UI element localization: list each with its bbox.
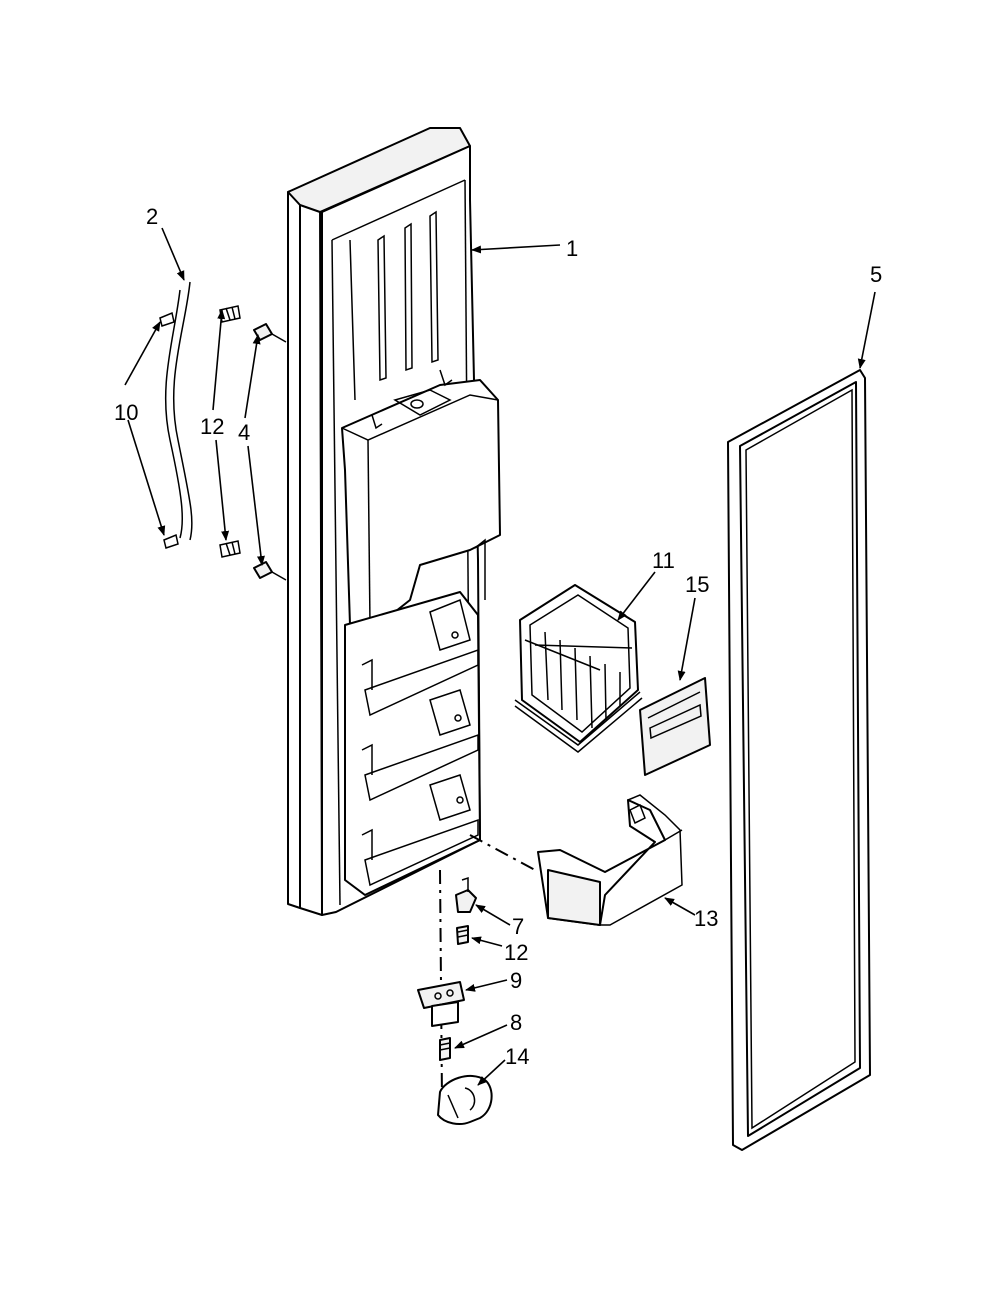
- leader-12-bottom: [215, 439, 230, 541]
- callout-1: 1: [566, 236, 578, 261]
- leader-1: [471, 244, 561, 254]
- hose-assembly: [159, 281, 193, 549]
- door-shelves: [344, 591, 481, 896]
- callout-13: 13: [694, 906, 718, 931]
- callout-12-hinge: 12: [504, 940, 528, 965]
- leader-5: [857, 291, 876, 369]
- basket-trim: [639, 677, 711, 776]
- leader-12-hinge: [471, 936, 503, 947]
- shelf-bracket: [537, 794, 683, 926]
- door-gasket: [727, 369, 871, 1151]
- callout-2: 2: [146, 204, 158, 229]
- callout-14: 14: [505, 1044, 529, 1069]
- leader-9: [465, 979, 508, 992]
- leader-10-bottom: [127, 419, 166, 536]
- callout-12-top: 12: [200, 414, 224, 439]
- wire-basket: [514, 584, 643, 753]
- callout-10: 10: [114, 400, 138, 425]
- callout-11: 11: [652, 548, 675, 573]
- callout-9: 9: [510, 968, 522, 993]
- callout-labels: 1 2 10 12 4 5 11 15 13 7 12 9 8 14: [114, 204, 882, 1069]
- door-panel: [287, 127, 536, 916]
- leader-4-bottom: [247, 445, 265, 566]
- leader-12-top: [212, 309, 226, 411]
- fitting-top: [159, 311, 175, 327]
- fitting-bottom: [163, 533, 179, 549]
- leader-2: [161, 227, 185, 281]
- leader-13: [664, 897, 696, 916]
- leader-7: [475, 904, 511, 926]
- leader-arrows: [124, 227, 876, 1086]
- leader-14: [477, 1059, 506, 1086]
- callout-7: 7: [512, 914, 524, 939]
- leader-15: [677, 597, 696, 681]
- callout-4: 4: [238, 420, 250, 445]
- leader-10-top: [124, 321, 161, 386]
- hinge-stack: [417, 869, 493, 1125]
- callout-5: 5: [870, 262, 882, 287]
- callout-8: 8: [510, 1010, 522, 1035]
- leader-8: [454, 1024, 508, 1049]
- leader-4-top: [244, 334, 261, 419]
- callout-15: 15: [685, 572, 709, 597]
- leader-11: [617, 571, 656, 621]
